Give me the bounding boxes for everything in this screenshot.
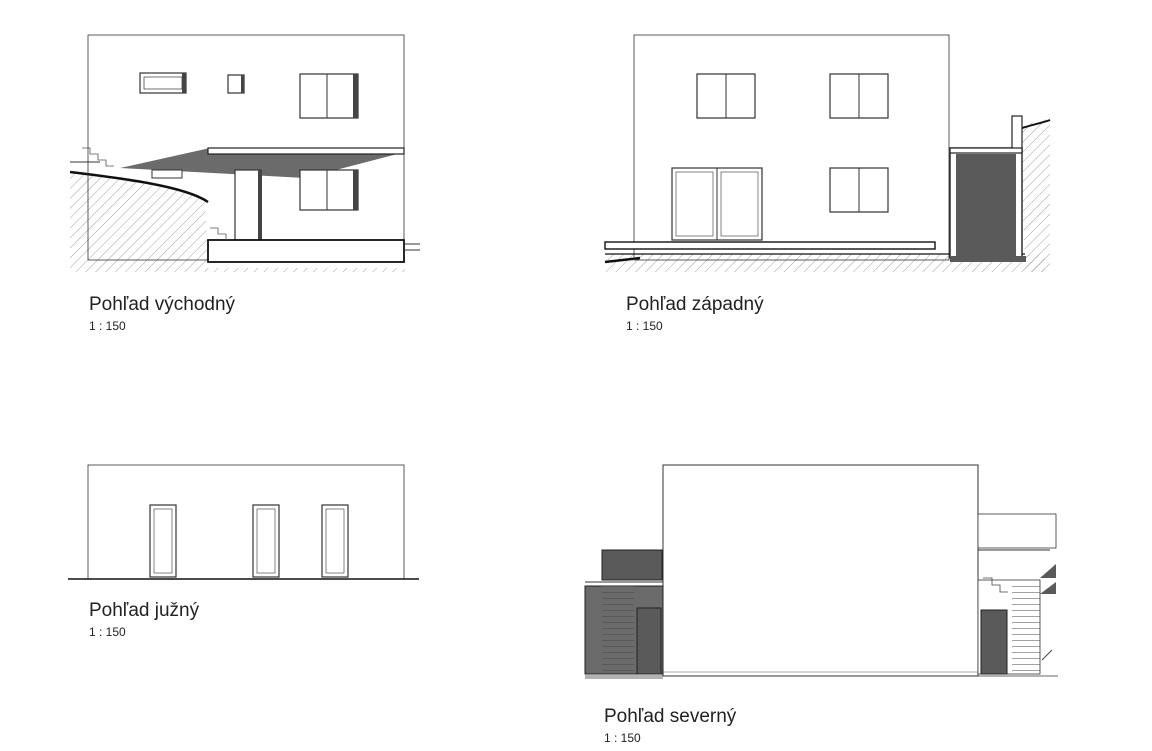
east-elevation-drawing [69,34,420,272]
view-title: Pohľad južný [89,600,200,621]
north-elevation-drawing [584,464,1058,679]
elevation-east [60,30,420,280]
west-slope-hatch [1020,118,1050,272]
east-window [299,169,359,211]
west-elevation-drawing [604,34,1051,272]
elevation-south [65,460,425,585]
north-building [662,464,979,677]
north-door [636,607,662,675]
view-scale: 1 : 150 [604,731,641,745]
caption-south: Pohľad južný 1 : 150 [89,600,199,639]
west-annex-dark [956,154,1016,258]
north-left-annex-top [602,550,662,580]
east-window [299,73,359,119]
view-scale: 1 : 150 [89,319,126,333]
west-terrace [604,241,936,250]
south-door [321,504,349,578]
caption-north: Pohľad severný 1 : 150 [604,706,736,745]
caption-west: Pohľad západný 1 : 150 [626,294,764,333]
caption-east: Pohľad východný 1 : 150 [89,294,235,333]
view-title: Pohľad severný [604,706,737,727]
north-door [980,609,1008,675]
east-window [139,72,187,94]
west-ground-hatch [605,254,1045,272]
view-title: Pohľad východný [89,294,236,315]
elevation-west [600,30,1055,280]
south-building [87,464,405,580]
east-canopy [207,147,405,155]
east-terrace [207,239,405,263]
south-door [149,504,177,578]
north-right-annex-roof [977,513,1057,549]
south-door [252,504,280,578]
view-title: Pohľad západný [626,294,764,315]
east-ground-hatch [70,172,405,272]
view-scale: 1 : 150 [626,319,663,333]
elevation-north [580,460,1060,685]
east-door [234,169,262,241]
view-scale: 1 : 150 [89,625,126,639]
west-building [633,34,950,261]
east-ground-line [69,170,209,204]
south-elevation-drawing [68,464,419,580]
